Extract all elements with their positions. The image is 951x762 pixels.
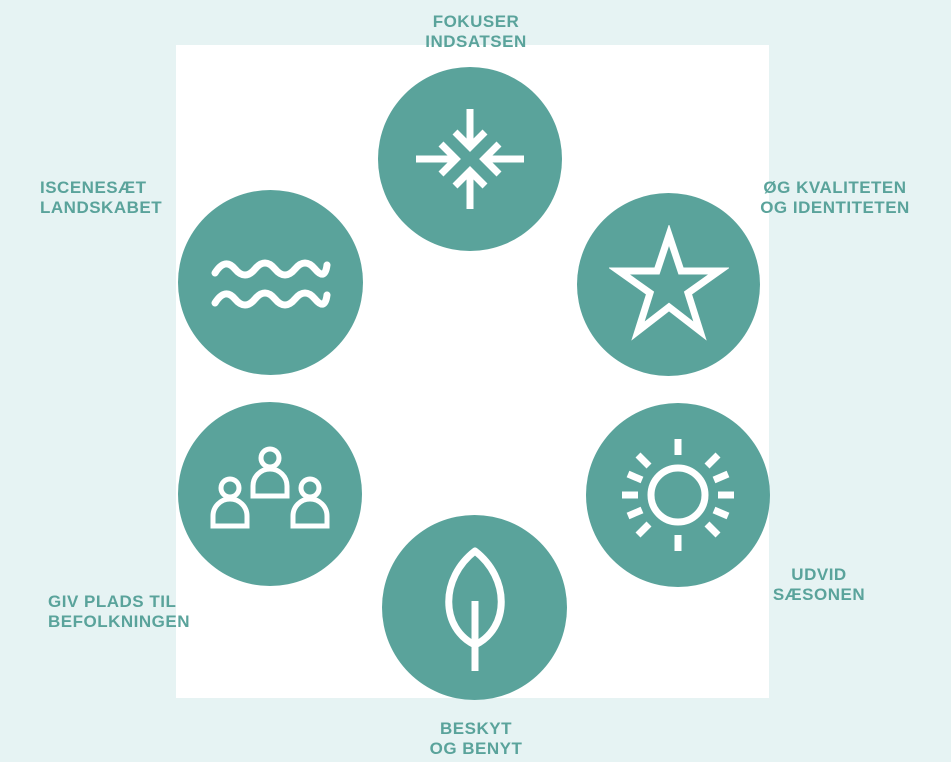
- circle-befolkning: [178, 402, 362, 586]
- label-kvalitet: ØG KVALITETEN OG IDENTITETEN: [760, 178, 910, 217]
- people-icon: [210, 446, 330, 529]
- label-landskab: ISCENESÆT LANDSKABET: [40, 178, 163, 217]
- arrows-converge-icon: [416, 109, 524, 209]
- leaf-icon: [444, 547, 505, 671]
- circle-beskyt: [382, 515, 567, 700]
- label-fokuser: FOKUSER INDSATSEN: [425, 12, 527, 51]
- label-befolkning: GIV PLADS TIL BEFOLKNINGEN: [48, 592, 190, 631]
- circle-kvalitet: [577, 193, 760, 376]
- label-beskyt: BESKYT OG BENYT: [429, 719, 523, 758]
- label-saeson: UDVID SÆSONEN: [772, 565, 866, 604]
- waves-icon: [211, 259, 330, 308]
- sun-icon: [622, 439, 734, 551]
- circle-saeson: [586, 403, 770, 587]
- star-icon: [608, 224, 729, 341]
- circle-landskab: [178, 190, 363, 375]
- circle-fokuser: [378, 67, 562, 251]
